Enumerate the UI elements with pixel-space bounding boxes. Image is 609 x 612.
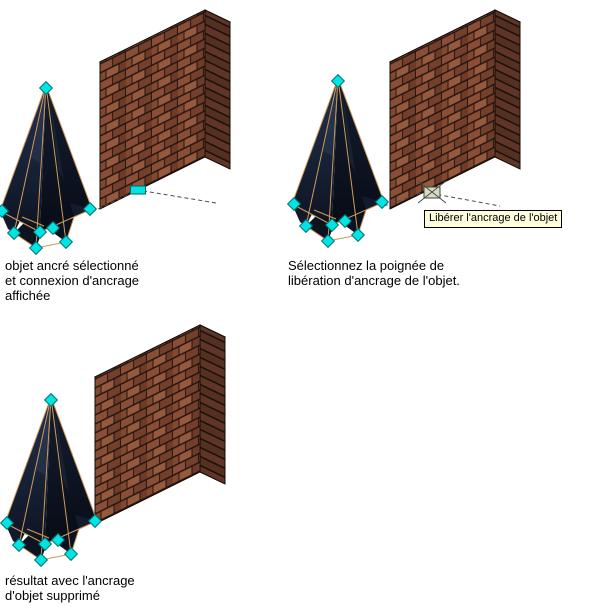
brick-wall[interactable]	[94, 324, 226, 525]
panel-3-scene	[0, 324, 226, 567]
anchor-grip[interactable]	[130, 185, 146, 195]
caption-anchor-removed: résultat avec l'ancrage d'objet supprimé	[5, 573, 135, 603]
anchored-object[interactable]	[287, 74, 389, 248]
brick-wall[interactable]	[99, 9, 231, 210]
released-object[interactable]	[0, 393, 102, 567]
anchored-object[interactable]	[0, 81, 97, 255]
anchor-release-grip[interactable]	[417, 180, 447, 204]
caption-anchored-object: objet ancré sélectionné et connexion d'a…	[5, 258, 140, 303]
panel-2-scene	[287, 9, 521, 248]
caption-select-release-grip: Sélectionnez la poignée de libération d'…	[288, 258, 460, 288]
panel-1-scene	[0, 9, 231, 255]
brick-wall[interactable]	[389, 9, 521, 210]
anchor-release-tooltip: Libérer l'ancrage de l'objet	[424, 210, 563, 228]
